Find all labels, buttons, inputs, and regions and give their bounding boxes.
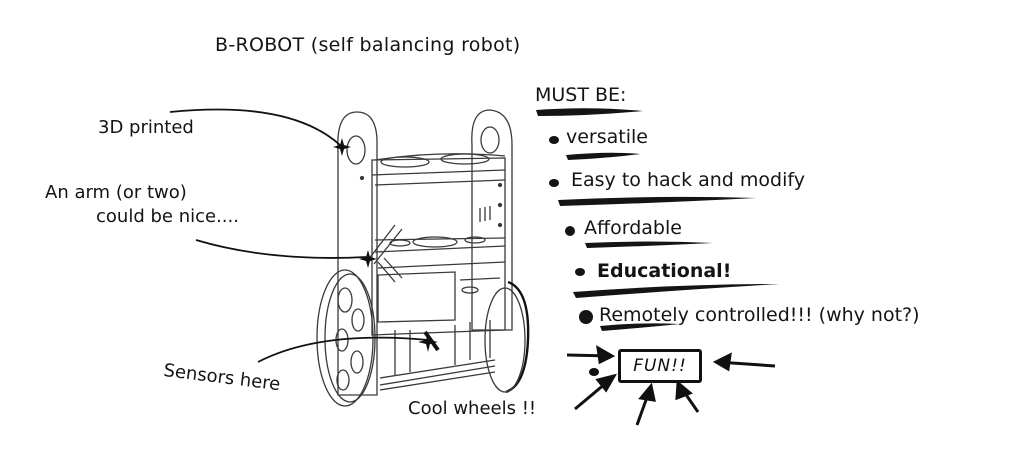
- star-markers: [333, 138, 438, 352]
- pointer-arm: [195, 239, 367, 259]
- fun-arrows: [566, 345, 776, 426]
- star-marker-icon: [359, 250, 377, 268]
- requirement-item: Educational!: [597, 260, 732, 282]
- bullet-icon: [549, 136, 559, 144]
- bullet-icon: [549, 179, 559, 187]
- brush-underlines: [536, 108, 780, 331]
- requirement-item: Affordable: [584, 217, 682, 239]
- annotation-3d-printed: 3D printed: [98, 117, 194, 138]
- bullet-icon: [579, 310, 593, 324]
- bullet-icon: [589, 368, 599, 376]
- bullets: [549, 136, 593, 324]
- requirement-item: Easy to hack and modify: [571, 169, 805, 191]
- star-marker-icon: [418, 332, 438, 352]
- requirement-item: Remotely controlled!!! (why not?): [599, 304, 920, 326]
- annotation-arrows: [169, 108, 440, 363]
- diagram-title: B-ROBOT (self balancing robot): [215, 34, 521, 56]
- pointer-3d-printed: [169, 108, 341, 146]
- bullet-icon: [575, 268, 585, 276]
- annotation-arm-line1: An arm (or two): [45, 182, 187, 203]
- pointer-sensors: [257, 336, 429, 363]
- requirements-heading: MUST BE:: [535, 84, 627, 106]
- requirement-item: versatile: [566, 126, 648, 148]
- star-marker-icon: [333, 138, 351, 156]
- annotation-arm-line2: could be nice....: [96, 206, 239, 227]
- bullet-icon: [565, 226, 575, 236]
- annotation-wheels: Cool wheels !!: [408, 398, 537, 419]
- fun-box: FUN!!: [618, 349, 702, 383]
